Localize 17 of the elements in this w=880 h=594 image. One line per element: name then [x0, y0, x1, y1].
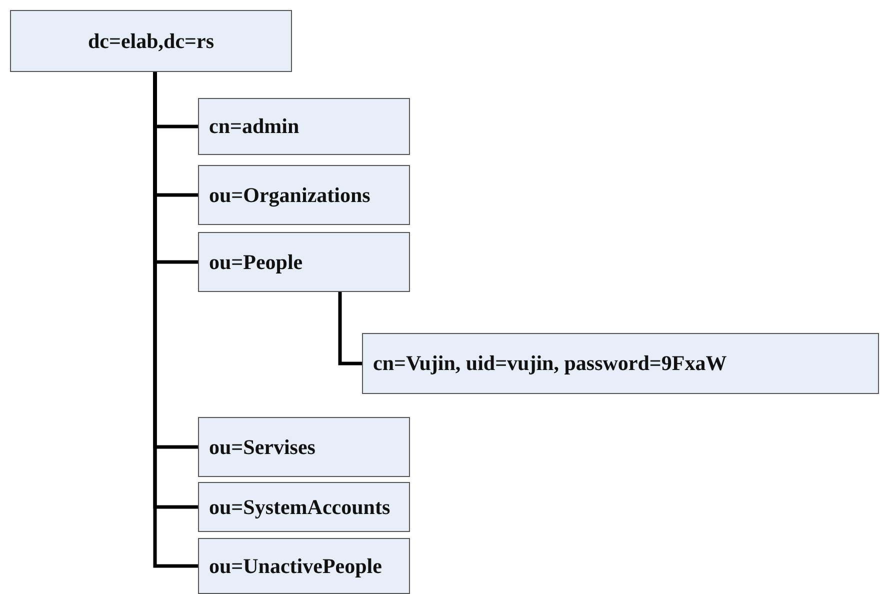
tree-node-box — [198, 232, 410, 292]
tree-connector — [338, 292, 362, 366]
node-label: cn=Vujin, uid=vujin, password=9FxaW — [373, 351, 727, 376]
node-label: ou=UnactivePeople — [209, 554, 382, 578]
node-label: ou=People — [209, 250, 303, 274]
node-label: ou=Servises — [209, 434, 316, 460]
node-label: dc=elab,dc=rs — [88, 28, 214, 54]
tree-node-box — [198, 417, 410, 477]
tree-node-box — [198, 165, 410, 225]
node-label: cn=admin — [209, 114, 300, 139]
tree-node-box — [198, 98, 410, 155]
node-label: ou=Organizations — [209, 182, 370, 208]
tree-node-box — [362, 333, 879, 394]
tree-node-box — [198, 482, 410, 532]
node-label: ou=SystemAccounts — [209, 494, 390, 520]
tree-node-box — [198, 538, 410, 594]
tree-node-box — [10, 10, 292, 72]
